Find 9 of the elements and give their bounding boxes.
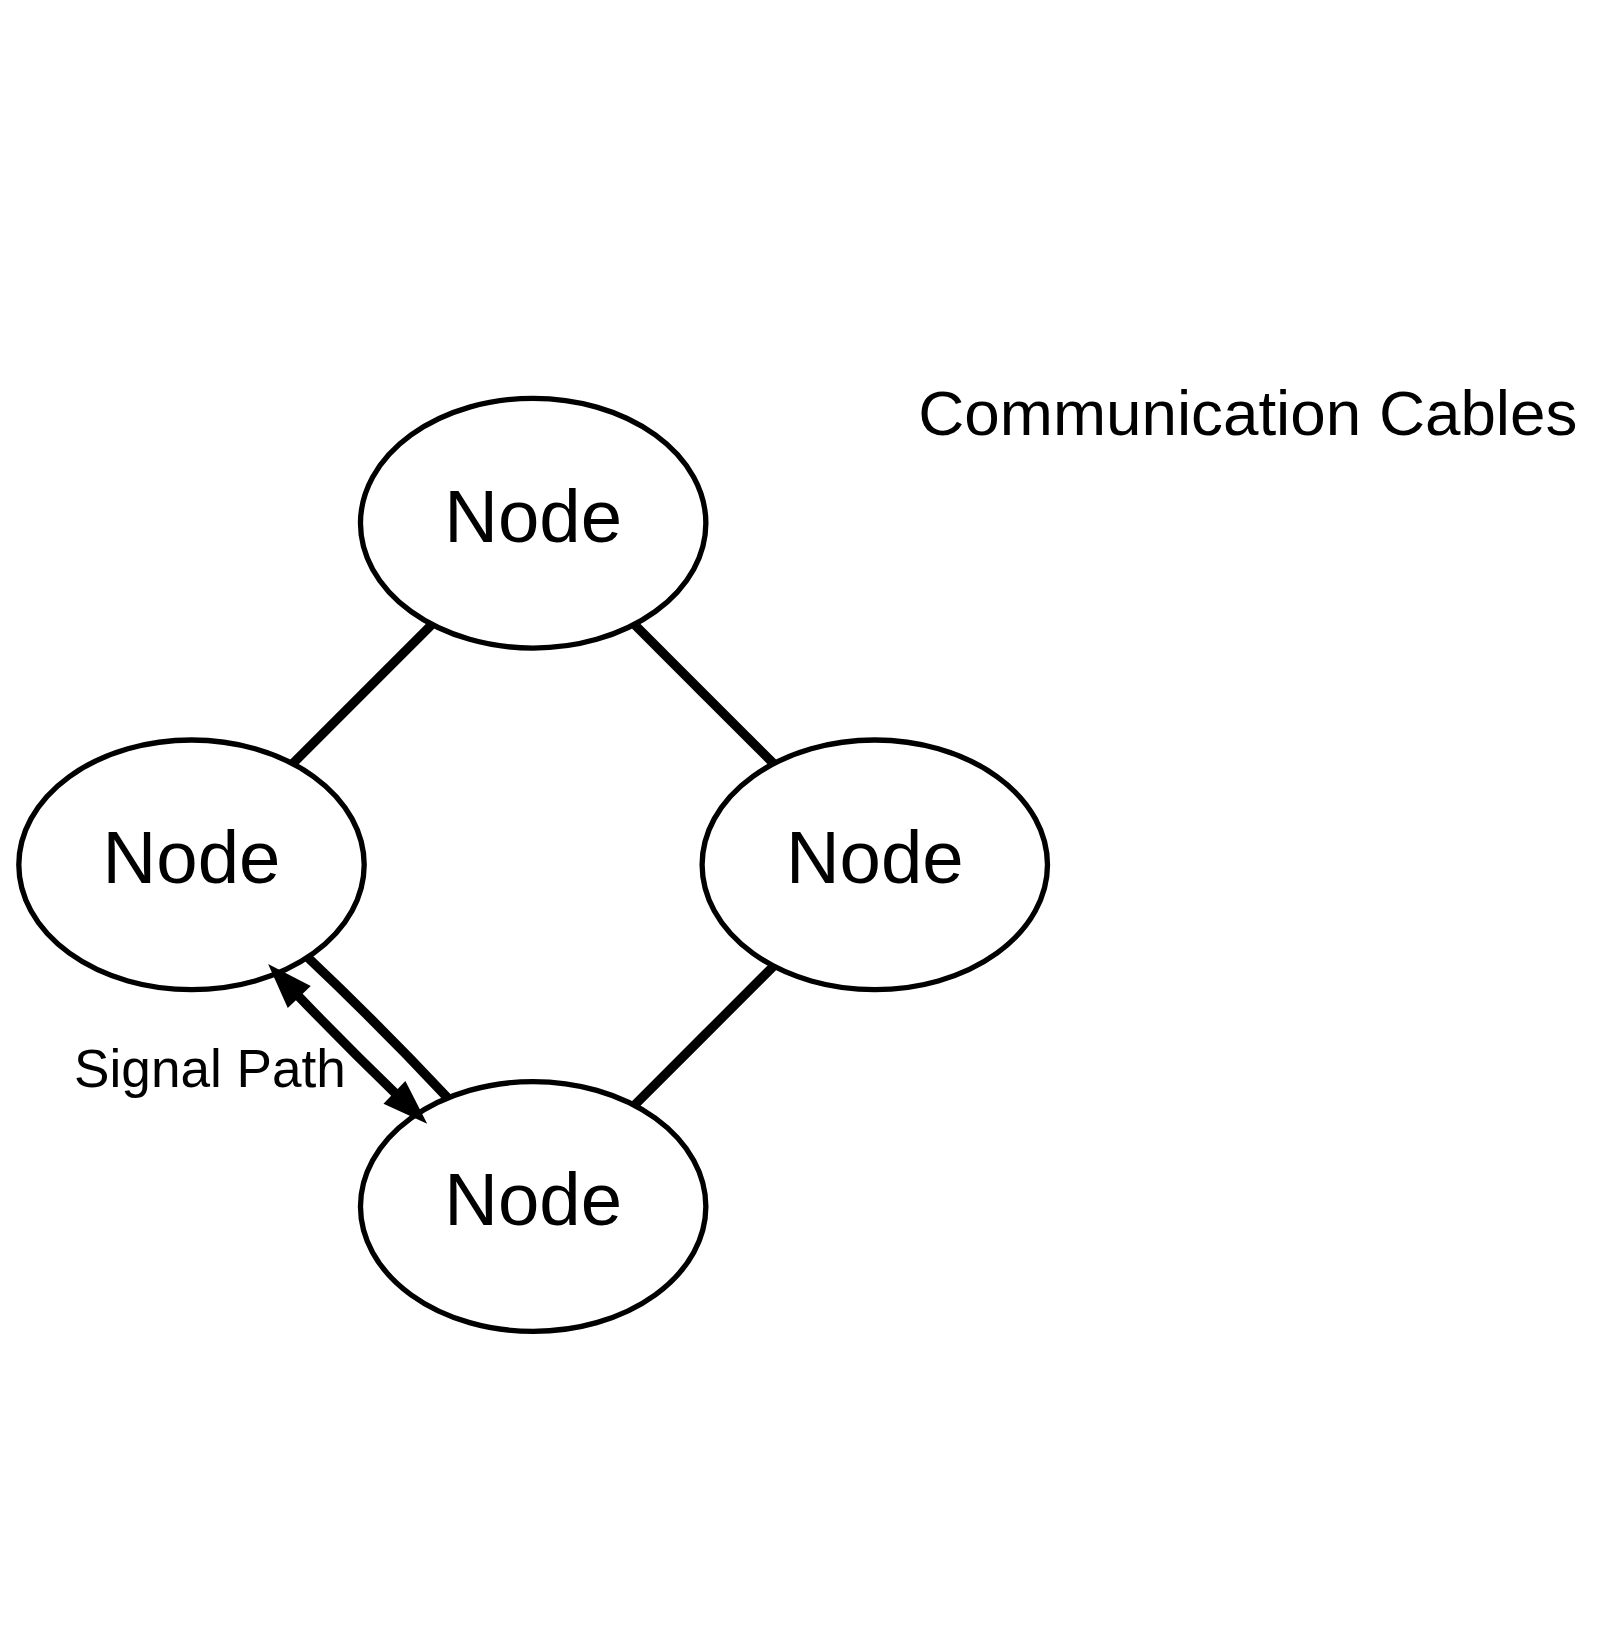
- arrow: [268, 964, 428, 1124]
- label: Communication Cables: [918, 376, 1578, 449]
- edge-label: Signal Path: [74, 1039, 346, 1098]
- connector: [631, 963, 777, 1108]
- node-ellipse: Node: [357, 395, 709, 651]
- node-ellipse: Node: [699, 737, 1051, 993]
- connector: [631, 621, 777, 767]
- node-ellipse: Node: [16, 737, 367, 993]
- connector: [289, 621, 435, 767]
